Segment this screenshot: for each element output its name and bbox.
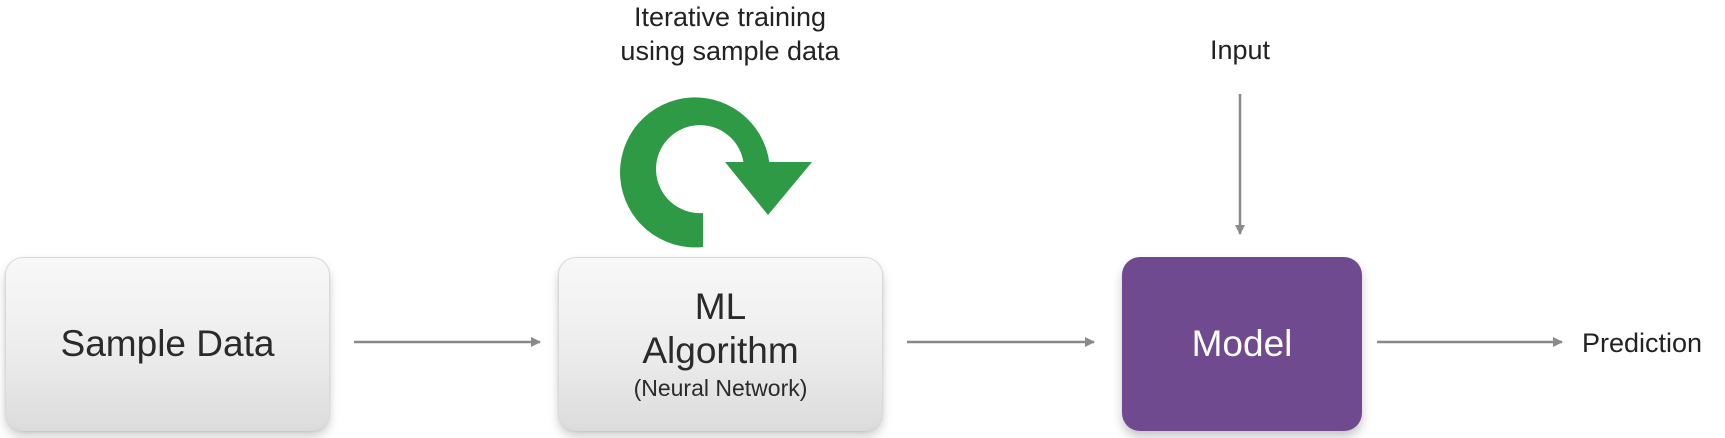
ml-algorithm-box: ML Algorithm (Neural Network) — [558, 257, 883, 431]
iterative-training-line-2: using sample data — [620, 36, 840, 66]
model-label: Model — [1191, 323, 1293, 364]
loop-arrow-head — [725, 162, 812, 215]
iterative-training-label: Iterative training using sample data — [540, 0, 920, 68]
sample-data-box: Sample Data — [5, 257, 330, 431]
ml-algorithm-line-1: ML — [694, 286, 747, 327]
circular-refresh-arrow-icon — [620, 97, 812, 248]
loop-arrow-arc — [620, 97, 770, 248]
ml-algorithm-line-2: Algorithm — [642, 330, 799, 371]
ml-algorithm-subtitle: (Neural Network) — [633, 375, 808, 401]
sample-data-label: Sample Data — [60, 323, 275, 364]
model-box: Model — [1122, 257, 1362, 431]
iterative-training-line-1: Iterative training — [633, 2, 827, 32]
prediction-label: Prediction — [1582, 328, 1703, 358]
input-label: Input — [1209, 35, 1271, 65]
